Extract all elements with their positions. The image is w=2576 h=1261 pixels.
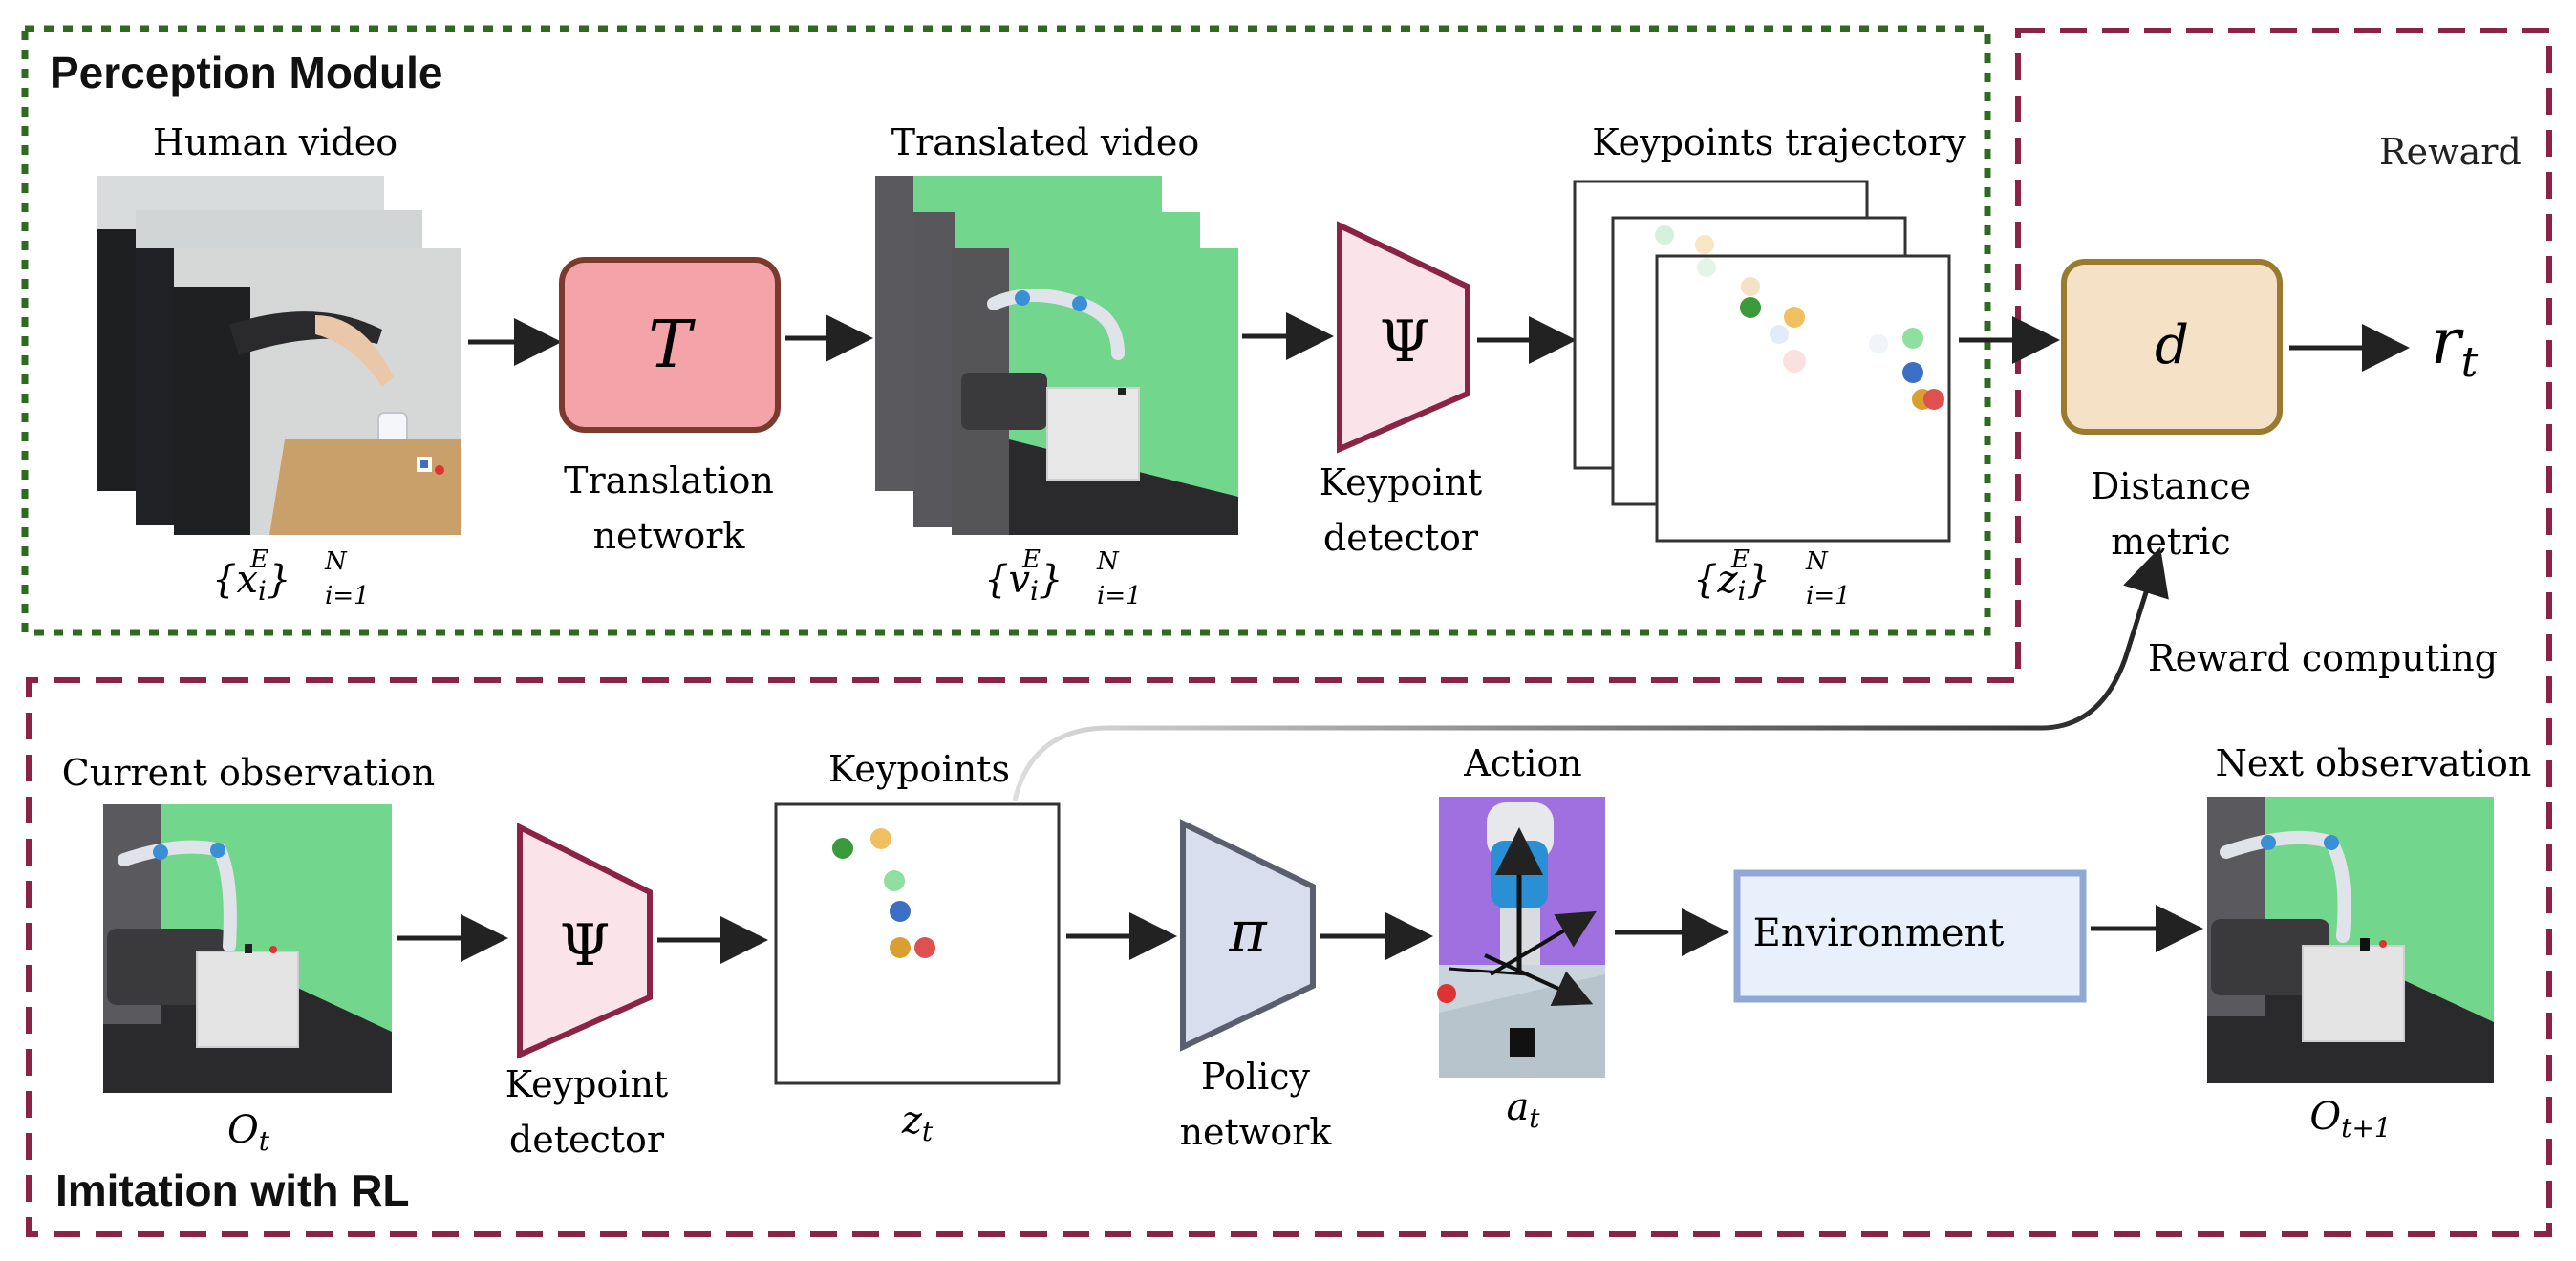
- distance-caption-2: metric: [2111, 521, 2230, 563]
- keypoints-symbol: zt: [901, 1099, 934, 1147]
- trajectory-frame-front: [1655, 254, 1951, 543]
- ghost-point: [1783, 350, 1806, 373]
- svg-text:{xi}: {xi}: [212, 558, 290, 607]
- environment-box: [1733, 869, 2087, 1003]
- trajectory-keypoint-green: [1740, 297, 1761, 318]
- policy-caption-2: network: [1180, 1111, 1333, 1153]
- ghost-point: [1770, 325, 1789, 344]
- ghost-point: [1695, 235, 1714, 254]
- detector-bottom-caption-2: detector: [509, 1119, 665, 1161]
- trajectory-frames: [1573, 180, 1951, 543]
- svg-text:N: N: [324, 547, 348, 576]
- detector-top-symbol: Ψ: [1380, 309, 1430, 375]
- translated-video-frames: [875, 176, 1238, 535]
- policy-symbol: π: [1228, 899, 1268, 966]
- distance-metric-box: [2061, 259, 2283, 435]
- reward-output-symbol: rt: [2431, 305, 2479, 387]
- distance-symbol: d: [2155, 314, 2189, 376]
- svg-text:E: E: [1021, 545, 1041, 574]
- human-video-frames: [97, 176, 461, 535]
- action-label: Action: [1463, 742, 1582, 784]
- svg-text:N: N: [1096, 547, 1120, 576]
- keypoint-green: [832, 838, 853, 859]
- trajectory-keypoint-blue: [1902, 362, 1923, 383]
- svg-text:N: N: [1805, 547, 1829, 576]
- trajectory-keypoint-red: [1923, 389, 1944, 410]
- policy-caption-1: Policy: [1201, 1056, 1310, 1098]
- ghost-point: [1869, 334, 1888, 353]
- svg-text:{zi}: {zi}: [1693, 558, 1771, 607]
- translation-caption-1: Translation: [564, 460, 774, 502]
- translated-frame-front: [952, 248, 1238, 535]
- trajectory-symbol: {zi} E N i=1: [1693, 545, 1851, 610]
- keypoint-lightgreen: [884, 870, 905, 891]
- ghost-point: [1655, 225, 1674, 245]
- environment-label: Environment: [1753, 911, 2005, 955]
- next-observation-label: Next observation: [2216, 742, 2532, 784]
- current-observation-symbol: Ot: [227, 1108, 270, 1157]
- current-observation-label: Current observation: [62, 752, 435, 794]
- keypoint-blue: [890, 901, 911, 922]
- svg-text:{vi}: {vi}: [984, 558, 1063, 607]
- translation-network-box: [559, 257, 781, 433]
- perception-module-border: [21, 25, 1991, 636]
- svg-text:E: E: [249, 545, 268, 574]
- svg-text:i=1: i=1: [325, 582, 370, 610]
- ghost-point: [1697, 258, 1716, 277]
- reward-computing-arrow: [1012, 546, 2169, 801]
- keypoint-detector-top: [1337, 221, 1470, 454]
- human-frame-front: [174, 248, 461, 535]
- svg-text:i=1: i=1: [1097, 582, 1142, 610]
- reward-computing-label: Reward computing: [2148, 637, 2498, 679]
- human-video-symbol: {xi} E N i=1: [212, 545, 370, 610]
- translated-video-symbol: {vi} E N i=1: [984, 545, 1142, 610]
- detector-top-caption-1: Keypoint: [1320, 461, 1482, 503]
- reward-region-border: [26, 28, 2552, 1237]
- svg-text:E: E: [1730, 545, 1750, 574]
- keypoint-red: [914, 937, 935, 958]
- policy-network-shape: [1180, 819, 1316, 1052]
- next-observation-symbol: Ot+1: [2309, 1095, 2391, 1143]
- current-observation-image: [103, 804, 392, 1093]
- keypoints-points: [832, 828, 935, 958]
- action-image: [1437, 797, 1605, 1078]
- svg-text:rt: rt: [2431, 305, 2479, 387]
- trajectory-keypoint-lightgreen: [1902, 328, 1923, 349]
- trajectory-label: Keypoints trajectory: [1592, 121, 1966, 163]
- trajectory-keypoint-yellow: [1784, 307, 1805, 328]
- detector-bottom-caption-1: Keypoint: [505, 1063, 668, 1105]
- translation-caption-2: network: [593, 515, 746, 557]
- distance-caption-1: Distance: [2091, 465, 2251, 507]
- translated-video-label: Translated video: [891, 121, 1199, 163]
- human-video-label: Human video: [153, 121, 397, 163]
- action-symbol: at: [1506, 1085, 1540, 1134]
- keypoints-label: Keypoints: [828, 748, 1010, 790]
- ghost-point: [1741, 277, 1760, 296]
- imitation-title: Imitation with RL: [55, 1165, 410, 1215]
- svg-text:i=1: i=1: [1806, 582, 1851, 610]
- detector-top-caption-2: detector: [1323, 517, 1479, 559]
- keypoint-yellow: [870, 828, 891, 849]
- translation-symbol: T: [648, 308, 696, 383]
- perception-module-title: Perception Module: [50, 48, 442, 97]
- keypoint-orange: [890, 937, 911, 958]
- next-observation-image: [2207, 797, 2494, 1083]
- reward-title: Reward: [2379, 131, 2522, 173]
- keypoint-detector-bottom: [517, 823, 653, 1059]
- detector-bottom-symbol: Ψ: [560, 912, 611, 979]
